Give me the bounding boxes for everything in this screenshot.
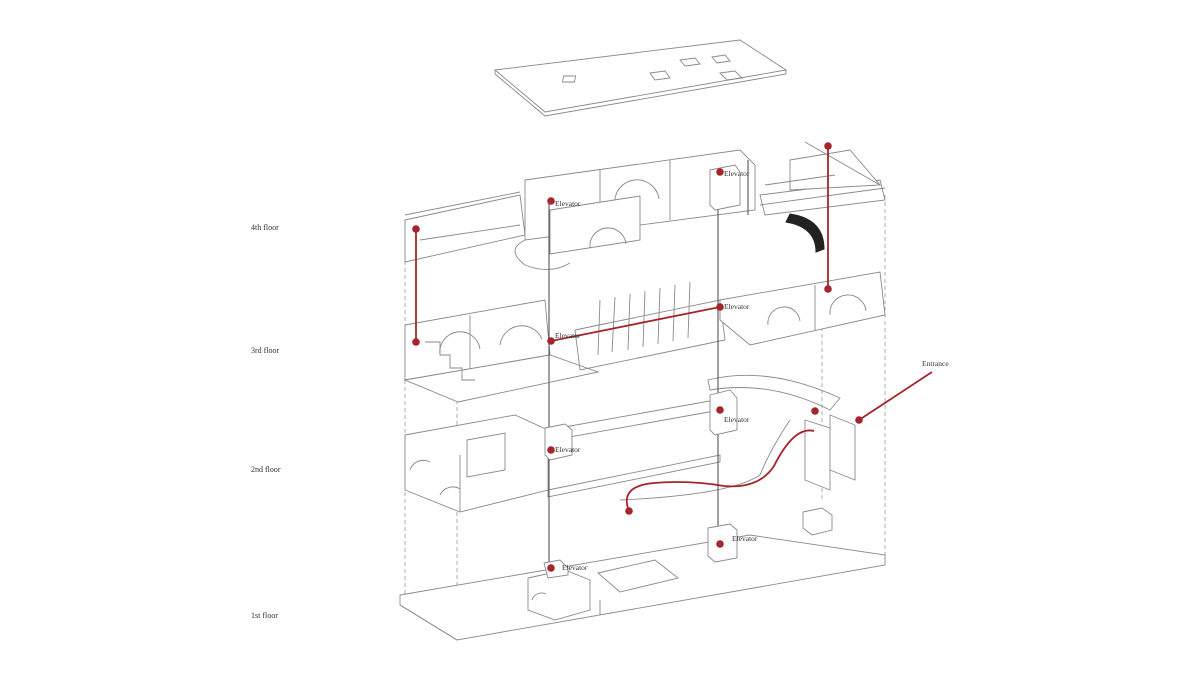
entrance-label: Entrance [922, 359, 949, 368]
circulation-paths [415, 146, 933, 512]
floor-label-1st: 1st floor [251, 611, 278, 620]
node [625, 507, 633, 515]
node [824, 285, 832, 293]
floor-label-4th: 4th floor [251, 223, 279, 232]
floor-2 [404, 374, 856, 513]
floor-1 [399, 507, 886, 641]
floor-label-3rd: 3rd floor [251, 346, 280, 355]
elevator-label: Elevator [555, 331, 581, 340]
floor-3 [403, 271, 886, 403]
elevator-label: Elevator [555, 445, 581, 454]
roof-slab [493, 39, 788, 117]
node [716, 540, 724, 548]
node [811, 407, 819, 415]
node [412, 338, 420, 346]
elevator-label: Elevator [724, 302, 750, 311]
elevator-label: Elevator [562, 563, 588, 572]
bridge-3rd-floor [550, 306, 721, 342]
circulation-nodes [412, 142, 863, 572]
node [547, 337, 555, 345]
elevator-label: Elevator [724, 169, 750, 178]
floor-label-2nd: 2nd floor [251, 465, 281, 474]
ramp-path [625, 429, 815, 512]
node [716, 406, 724, 414]
elevator-label: Elevator [555, 199, 581, 208]
floor-4 [404, 141, 886, 270]
entrance-leader [858, 371, 933, 421]
elevator-label: Elevator [724, 415, 750, 424]
node [547, 564, 555, 572]
node [412, 225, 420, 233]
node [716, 168, 724, 176]
node [547, 197, 555, 205]
node [547, 446, 555, 454]
node [824, 142, 832, 150]
node [716, 303, 724, 311]
node [855, 416, 863, 424]
elevator-label: Elevator [732, 534, 758, 543]
